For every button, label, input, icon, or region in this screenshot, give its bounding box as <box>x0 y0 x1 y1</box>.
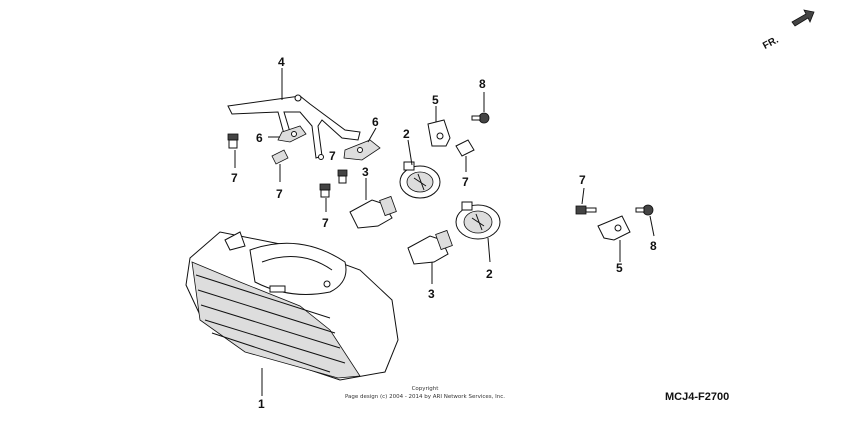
socket-upper-part[interactable] <box>399 139 441 199</box>
grommet-d-part[interactable] <box>337 169 348 184</box>
callout-bracket-upper: 5 <box>432 93 439 107</box>
callout-grommet-a: 7 <box>231 171 238 185</box>
callout-grommet-b: 7 <box>276 187 283 201</box>
bracket-lower-part[interactable] <box>597 215 631 262</box>
callout-grommet-f: 7 <box>579 173 586 187</box>
copyright-line1: Copyright <box>412 386 440 392</box>
callout-screw-upper: 8 <box>479 77 486 91</box>
grommet-b-part[interactable] <box>271 149 289 182</box>
callout-damper-left: 6 <box>256 131 263 145</box>
front-direction-arrow-icon: FR. <box>761 9 815 52</box>
grommet-c-part[interactable] <box>319 183 331 212</box>
callout-grommet-e: 7 <box>462 175 469 189</box>
callout-screw-lower: 8 <box>650 239 657 253</box>
grommet-a-part[interactable] <box>227 133 239 168</box>
callout-damper-right: 6 <box>372 115 379 129</box>
callout-bracket-lower: 5 <box>616 261 623 275</box>
callout-stay: 4 <box>278 55 285 69</box>
bulb-upper-part[interactable] <box>349 178 397 229</box>
headlight-lens-part[interactable] <box>185 231 399 396</box>
screw-lower-part[interactable] <box>635 204 655 237</box>
callout-socket-lower: 2 <box>486 267 493 281</box>
socket-lower-part[interactable] <box>455 201 501 263</box>
callout-grommet-d: 7 <box>329 149 336 163</box>
bulb-lower-part[interactable] <box>407 229 453 284</box>
damper-left-part[interactable] <box>268 125 307 143</box>
grommet-f-part[interactable] <box>575 187 597 215</box>
stay-part[interactable] <box>227 68 361 160</box>
callout-grommet-c: 7 <box>322 216 329 230</box>
diagram-code: MCJ4-F2700 <box>665 391 729 403</box>
callout-socket-upper: 2 <box>403 127 410 141</box>
copyright-line2: Page design (c) 2004 - 2014 by ARI Netwo… <box>345 394 505 400</box>
callout-bulb-upper: 3 <box>362 165 369 179</box>
screw-upper-part[interactable] <box>471 92 490 124</box>
damper-right-part[interactable] <box>343 127 381 161</box>
callout-bulb-lower: 3 <box>428 287 435 301</box>
grommet-e-part[interactable] <box>455 139 475 172</box>
front-direction-label: FR. <box>761 35 781 52</box>
callout-lens: 1 <box>258 397 265 411</box>
bracket-upper-part[interactable] <box>427 106 451 147</box>
